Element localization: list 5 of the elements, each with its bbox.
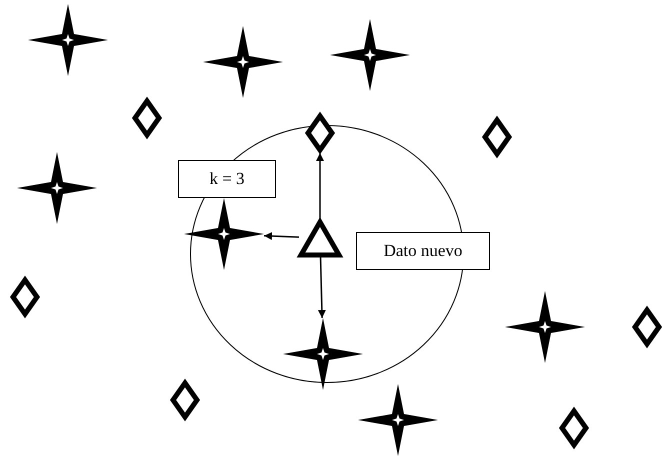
text-box: Dato nuevo: [356, 232, 490, 270]
arrow: [316, 153, 324, 220]
arrow: [318, 256, 326, 318]
arrow: [264, 232, 300, 240]
text-box: k = 3: [178, 160, 276, 198]
